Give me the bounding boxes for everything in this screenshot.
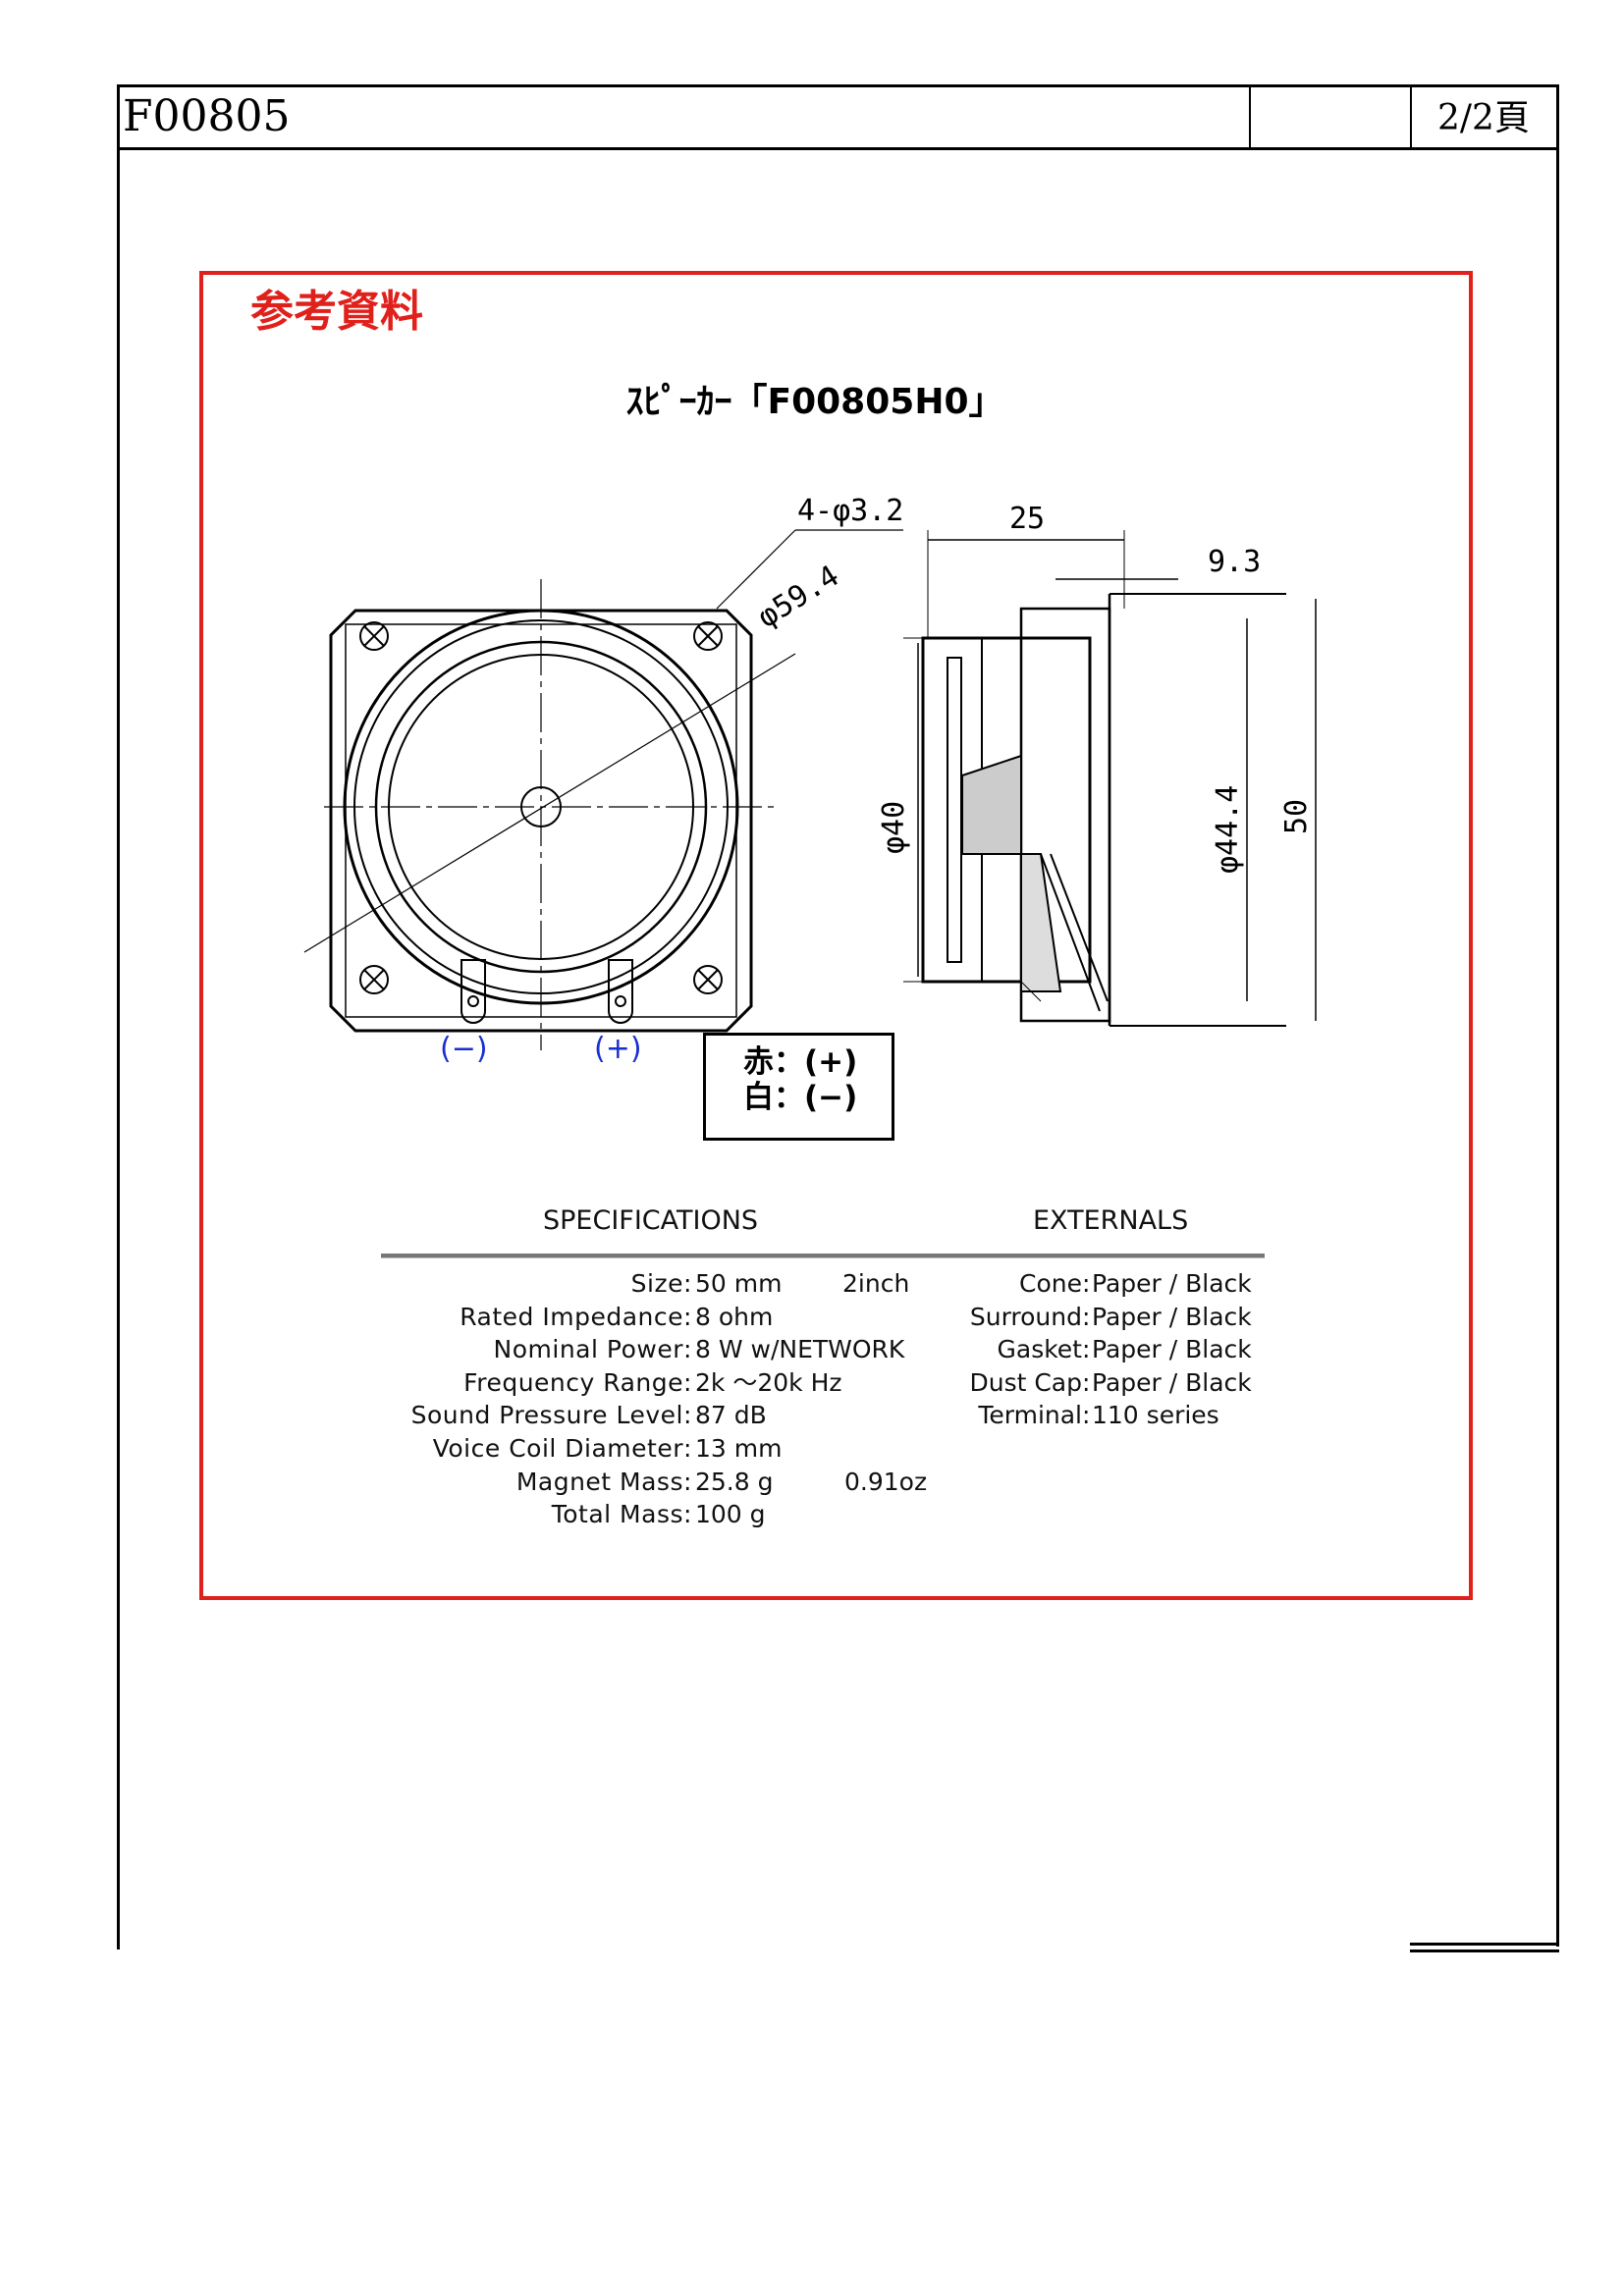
frame-top-border (117, 84, 1559, 87)
spec-row: Rated Impedance : 8 ohm (460, 1303, 774, 1331)
frame-diameter-label: φ44.4 (1211, 785, 1245, 874)
red-wire-label: 赤：(+) (743, 1044, 858, 1080)
speaker-title: ｽﾋﾟｰｶｰ「F00805H0」 (625, 382, 1004, 422)
depth-label: 25 (1009, 502, 1045, 536)
external-row: Cone : Paper / Black (1019, 1269, 1252, 1298)
spec-row: Voice Coil Diameter : 13 mm (432, 1434, 783, 1463)
document-code: F00805 (123, 91, 291, 141)
frame-left-border (117, 84, 120, 1949)
external-row: Terminal : 110 series (978, 1401, 1219, 1429)
footer-rule (1410, 1943, 1559, 1946)
frame-right-border (1556, 84, 1559, 1947)
side-view (903, 530, 1317, 1027)
external-row: Surround : Paper / Black (969, 1303, 1252, 1331)
external-row: Dust Cap : Paper / Black (969, 1368, 1252, 1397)
reference-title: 参考資料 (250, 287, 423, 337)
specifications-heading: SPECIFICATIONS (543, 1205, 759, 1236)
reference-box (199, 271, 1473, 1600)
spec-row: Magnet Mass : 25.8 g 0.91oz (515, 1468, 928, 1496)
flange-label: 9.3 (1208, 545, 1261, 579)
spec-divider (381, 1254, 1265, 1258)
height-label: 50 (1279, 799, 1314, 834)
wire-color-box (703, 1033, 894, 1141)
externals-heading: EXTERNALS (1033, 1205, 1189, 1236)
spec-row: Sound Pressure Level : 87 dB (410, 1401, 767, 1429)
page-number: 2/2頁 (1437, 98, 1530, 138)
spec-row: Total Mass : 100 g (551, 1500, 766, 1528)
magnet-diameter-label: φ40 (877, 801, 911, 854)
spec-row: Nominal Power : 8 W w/NETWORK (493, 1335, 905, 1363)
pcd-label: φ59.4 (752, 559, 845, 635)
front-view (303, 529, 903, 1050)
white-wire-label: 白：(−) (743, 1080, 858, 1115)
external-row: Gasket : Paper / Black (997, 1335, 1252, 1363)
hole-spec-label: 4-φ3.2 (797, 494, 903, 528)
footer-rule (1410, 1949, 1559, 1952)
header-cell-divider (1249, 84, 1251, 149)
terminal-plus-label: (+) (594, 1032, 642, 1066)
header-divider (117, 147, 1559, 150)
spec-row: Frequency Range : 2k ～20k Hz (463, 1368, 842, 1397)
spec-row: Size : 50 mm 2inch (630, 1269, 910, 1298)
terminal-minus-label: (−) (440, 1032, 488, 1066)
header-cell-divider (1410, 84, 1412, 149)
speaker-drawing: 4-φ3.2 φ59.4 25 9.3 φ40 φ44.4 50 (303, 494, 1317, 1050)
